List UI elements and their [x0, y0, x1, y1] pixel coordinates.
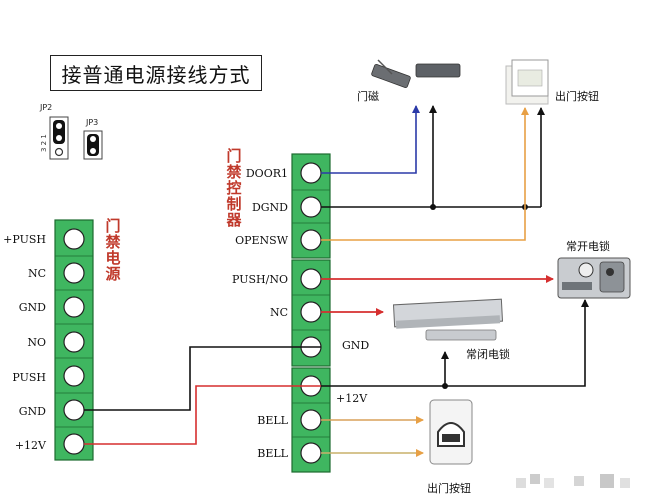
watermark — [516, 474, 630, 488]
controller-label-char: 门 — [226, 147, 242, 165]
ctrl-terminal-screw — [300, 409, 322, 431]
ctrl-terminal-screw — [300, 268, 322, 290]
ctrl-terminal-label: +12V — [336, 392, 368, 405]
ctrl-terminal-label: BELL — [257, 447, 288, 460]
ctrl-terminal-label: GND — [342, 339, 370, 352]
power-supply-label-char: 禁 — [105, 233, 121, 251]
ps-terminal-label: NC — [27, 267, 46, 280]
controller-label-char: 器 — [226, 211, 242, 229]
jp3-jumper — [83, 130, 103, 160]
power-supply-label-char: 源 — [105, 265, 121, 283]
ctrl-terminal-label: PUSH/NO — [232, 273, 288, 286]
ps-terminal-label: +12V — [14, 439, 46, 452]
power-supply-label-char: 门 — [105, 217, 121, 235]
ctrl-terminal-label: DOOR1 — [245, 167, 288, 180]
ps-terminal-label: NO — [27, 336, 46, 349]
ctrl-terminal-label: DGND — [251, 201, 288, 214]
ctrl-terminal-label: NC — [269, 306, 288, 319]
door-magnet-sensor — [371, 59, 461, 88]
ctrl-terminal-label: BELL — [257, 414, 288, 427]
ps-terminal-label: PUSH — [12, 371, 46, 384]
ps-terminal-screw — [63, 228, 85, 250]
wire-gnd — [84, 346, 321, 411]
controller-label: 门 禁 控 制 器 — [226, 148, 242, 228]
junction-dot — [442, 383, 448, 389]
exit-button-bottom-label: 出门按钮 — [427, 482, 471, 495]
power-supply-terminal-block — [54, 219, 94, 461]
ps-terminal-label: GND — [18, 301, 46, 314]
normally-closed-lock-label: 常闭电锁 — [466, 348, 510, 361]
normally-open-lock-label: 常开电锁 — [566, 240, 610, 253]
ctrl-terminal-screw — [300, 336, 322, 358]
ps-terminal-screw — [63, 433, 85, 455]
ctrl-terminal-screw — [300, 229, 322, 251]
ctrl-terminal-screw — [300, 162, 322, 184]
normally-closed-lock — [392, 298, 504, 341]
normally-open-lock — [557, 257, 631, 299]
door-magnet-label: 门磁 — [357, 90, 379, 103]
ps-terminal-screw — [63, 296, 85, 318]
jp2-pin-numbers: 3 2 1 — [40, 134, 48, 152]
jp3-label: JP3 — [86, 118, 99, 127]
power-supply-label-char: 电 — [105, 249, 121, 267]
controller-label-char: 禁 — [226, 163, 242, 181]
junction-dot — [522, 204, 528, 210]
wire-opensw — [321, 107, 529, 241]
ps-terminal-screw — [63, 331, 85, 353]
controller-label-char: 制 — [226, 195, 242, 213]
jp2-label: JP2 — [40, 103, 53, 112]
ctrl-terminal-screw — [300, 301, 322, 323]
ps-terminal-screw — [63, 365, 85, 387]
ctrl-terminal-screw — [300, 375, 322, 397]
ctrl-terminal-label: OPENSW — [235, 234, 288, 247]
exit-button-bottom — [429, 399, 473, 465]
jp2-jumper — [49, 116, 69, 160]
exit-button-top-label: 出门按钮 — [555, 90, 599, 103]
exit-button-top — [505, 59, 549, 105]
controller-terminal-block — [291, 153, 331, 473]
ctrl-terminal-screw — [300, 196, 322, 218]
junction-dot — [430, 204, 436, 210]
ps-terminal-screw — [63, 399, 85, 421]
wire-door1 — [321, 105, 420, 174]
ctrl-terminal-screw — [300, 442, 322, 464]
power-supply-label: 门 禁 电 源 — [105, 218, 121, 282]
ps-terminal-label: +PUSH — [3, 233, 46, 246]
diagram-title: 接普通电源接线方式 — [50, 55, 262, 91]
controller-label-char: 控 — [226, 179, 242, 197]
ps-terminal-screw — [63, 262, 85, 284]
ps-terminal-label: GND — [18, 405, 46, 418]
